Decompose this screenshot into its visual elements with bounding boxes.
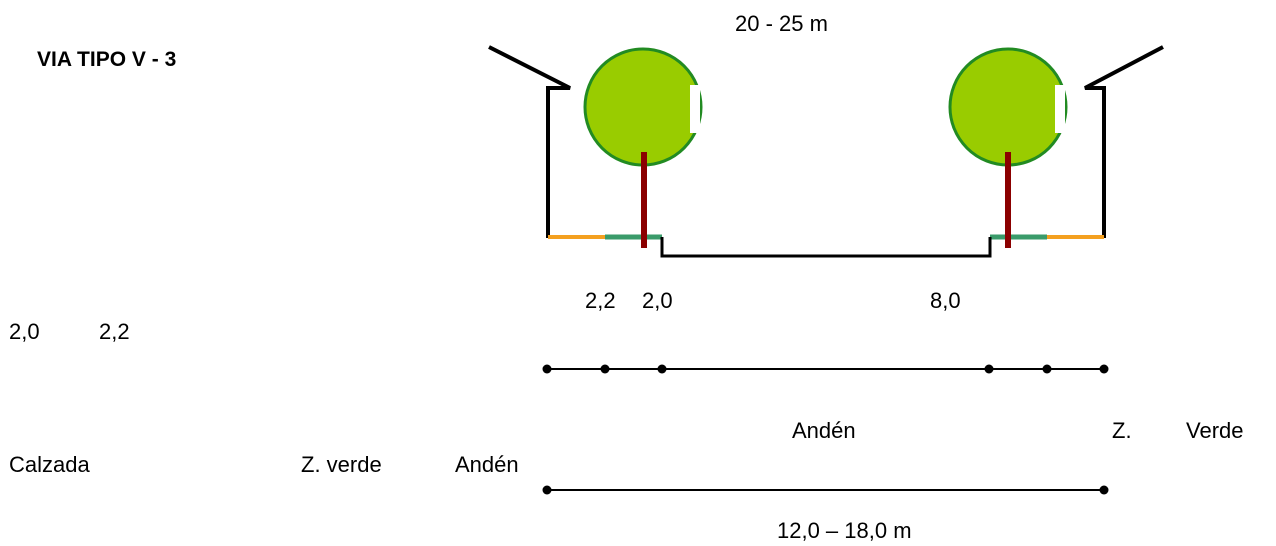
dim-label-e: 2,2: [99, 319, 130, 344]
dimension-tick: [984, 364, 994, 374]
dimension-tick: [1099, 364, 1109, 374]
label-anden-left: Andén: [455, 452, 519, 477]
left-tree-canopy: [583, 47, 703, 167]
right-roof: [1084, 45, 1164, 90]
page-title: VIA TIPO V - 3: [37, 48, 177, 71]
right-tree-highlight: [1055, 85, 1065, 133]
label-verde-right: Verde: [1186, 418, 1244, 443]
bottom-width-label: 12,0 – 18,0 m: [777, 518, 912, 543]
dimension-tick: [1042, 364, 1052, 374]
roadway-profile: [660, 237, 992, 258]
dimension-tick: [1099, 485, 1109, 495]
left-building-wall: [546, 86, 557, 238]
dimension-tick: [600, 364, 610, 374]
dim-label-d: 2,0: [9, 319, 40, 344]
dimension-tick: [657, 364, 667, 374]
dim-label-c: 8,0: [930, 288, 961, 313]
label-calzada: Calzada: [9, 452, 90, 477]
right-building-wall: [1098, 86, 1106, 238]
dimension-tick: [542, 364, 552, 374]
top-width-label: 20 - 25 m: [735, 11, 828, 36]
label-anden-right: Andén: [792, 418, 856, 443]
left-tree-highlight: [690, 85, 700, 133]
right-tree-canopy: [948, 47, 1068, 167]
left-roof: [488, 45, 571, 90]
label-z-verde: Z. verde: [301, 452, 382, 477]
label-z-right: Z.: [1112, 418, 1132, 443]
dim-label-b: 2,0: [642, 288, 673, 313]
dimension-tick: [542, 485, 552, 495]
dim-label-a: 2,2: [585, 288, 616, 313]
